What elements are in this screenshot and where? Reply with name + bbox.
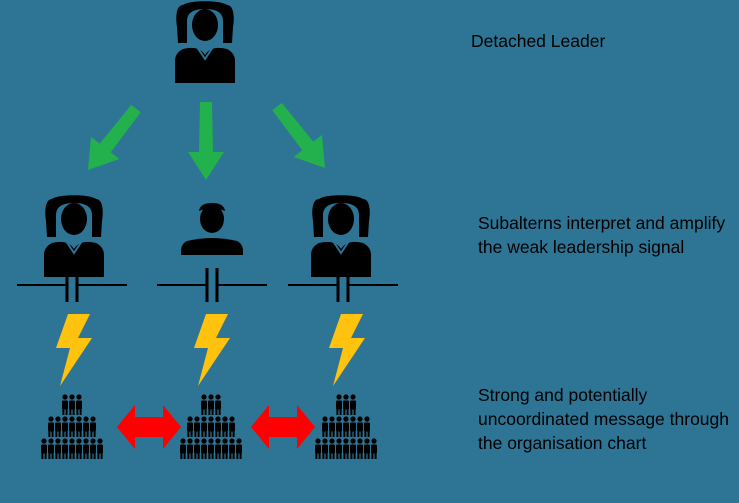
- green-arrow-right-icon: [262, 95, 340, 180]
- leader-woman-icon: [174, 0, 236, 84]
- crowd-right-icon: [315, 394, 377, 459]
- subaltern-man-center-icon: [181, 203, 243, 255]
- caption-detached-leader: Detached Leader: [471, 31, 606, 51]
- red-double-arrow-left-icon: [117, 405, 181, 449]
- caption-subalterns: Subalterns interpret and amplify the wea…: [478, 213, 726, 257]
- crowd-left-icon: [41, 394, 103, 459]
- caption-strong-message: Strong and potentially uncoordinated mes…: [478, 385, 730, 453]
- subaltern-woman-left-icon: [43, 194, 105, 278]
- red-double-arrow-right-icon: [251, 405, 315, 449]
- crowd-center-icon: [180, 394, 242, 459]
- lightning-bolt-center-icon: [194, 314, 230, 386]
- green-arrow-left-icon: [73, 97, 151, 182]
- lightning-bolt-left-icon: [56, 314, 92, 386]
- lightning-bolt-right-icon: [329, 314, 365, 386]
- green-arrow-center-icon: [188, 102, 224, 180]
- capacitor-center-icon: [155, 266, 269, 304]
- subaltern-woman-right-icon: [310, 194, 372, 278]
